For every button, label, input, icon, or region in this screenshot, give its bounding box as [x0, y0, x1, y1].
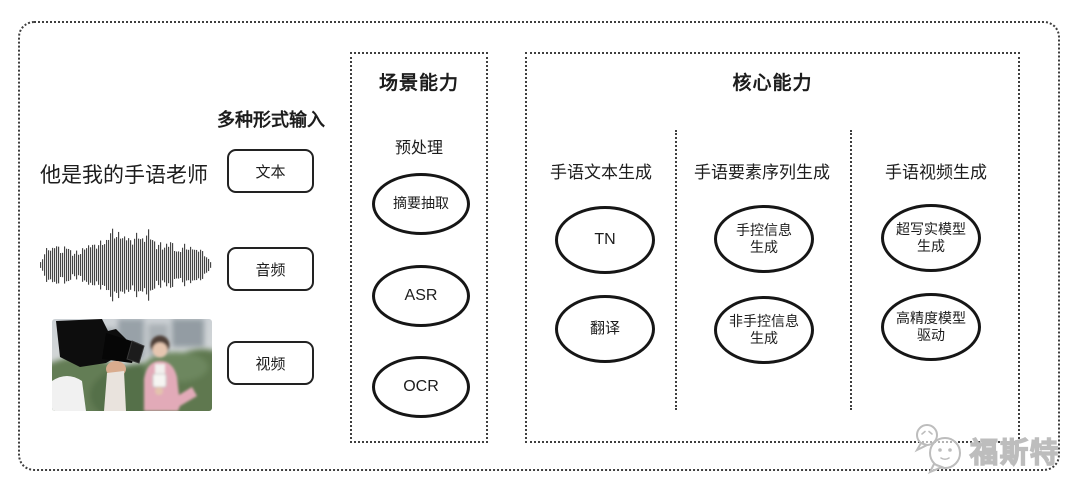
column-header-text-generation: 手语文本生成 — [550, 163, 652, 182]
chat-mascot-icon — [912, 422, 966, 479]
column-header-video-generation: 手语视频生成 — [885, 163, 987, 182]
reporter-filming-photo — [52, 319, 212, 411]
watermark-text: 福斯特 — [969, 436, 1061, 468]
scene-box-title: 场景能力 — [378, 73, 459, 94]
node-summary-extraction: 摘要抽取 — [372, 173, 470, 235]
node-non-manual-info-generation: 非手控信息 生成 — [714, 296, 814, 364]
core-capability-box: 核心能力 手语文本生成 手语要素序列生成 手语视频生成 TN 翻译 手控信息 生… — [525, 52, 1020, 443]
outer-dotted-frame — [18, 21, 1060, 471]
node-high-precision-model-driving: 高精度模型 驱动 — [881, 293, 981, 361]
node-asr: ASR — [372, 265, 470, 327]
node-tn: TN — [555, 206, 655, 274]
audio-waveform-icon — [40, 227, 212, 303]
input-type-video-box: 视频 — [227, 341, 314, 385]
input-type-text-box: 文本 — [227, 149, 314, 193]
cameraman-figure — [52, 319, 145, 411]
node-manual-info-generation: 手控信息 生成 — [714, 205, 814, 273]
core-box-title: 核心能力 — [732, 73, 813, 94]
column-header-element-sequence-generation: 手语要素序列生成 — [694, 163, 830, 182]
column-divider-2 — [850, 130, 852, 410]
input-type-audio-box: 音频 — [227, 247, 314, 291]
sample-sentence-text: 他是我的手语老师 — [40, 164, 208, 187]
node-hyperrealistic-model-generation: 超写实模型 生成 — [881, 204, 981, 272]
scene-capability-box: 场景能力 预处理 摘要抽取 ASR OCR — [350, 52, 488, 443]
node-ocr: OCR — [372, 356, 470, 418]
node-translation: 翻译 — [555, 295, 655, 363]
preprocess-label: 预处理 — [394, 140, 443, 157]
reporter-figure — [144, 335, 197, 411]
column-divider-1 — [675, 130, 677, 410]
input-section-header: 多种形式输入 — [217, 110, 325, 130]
